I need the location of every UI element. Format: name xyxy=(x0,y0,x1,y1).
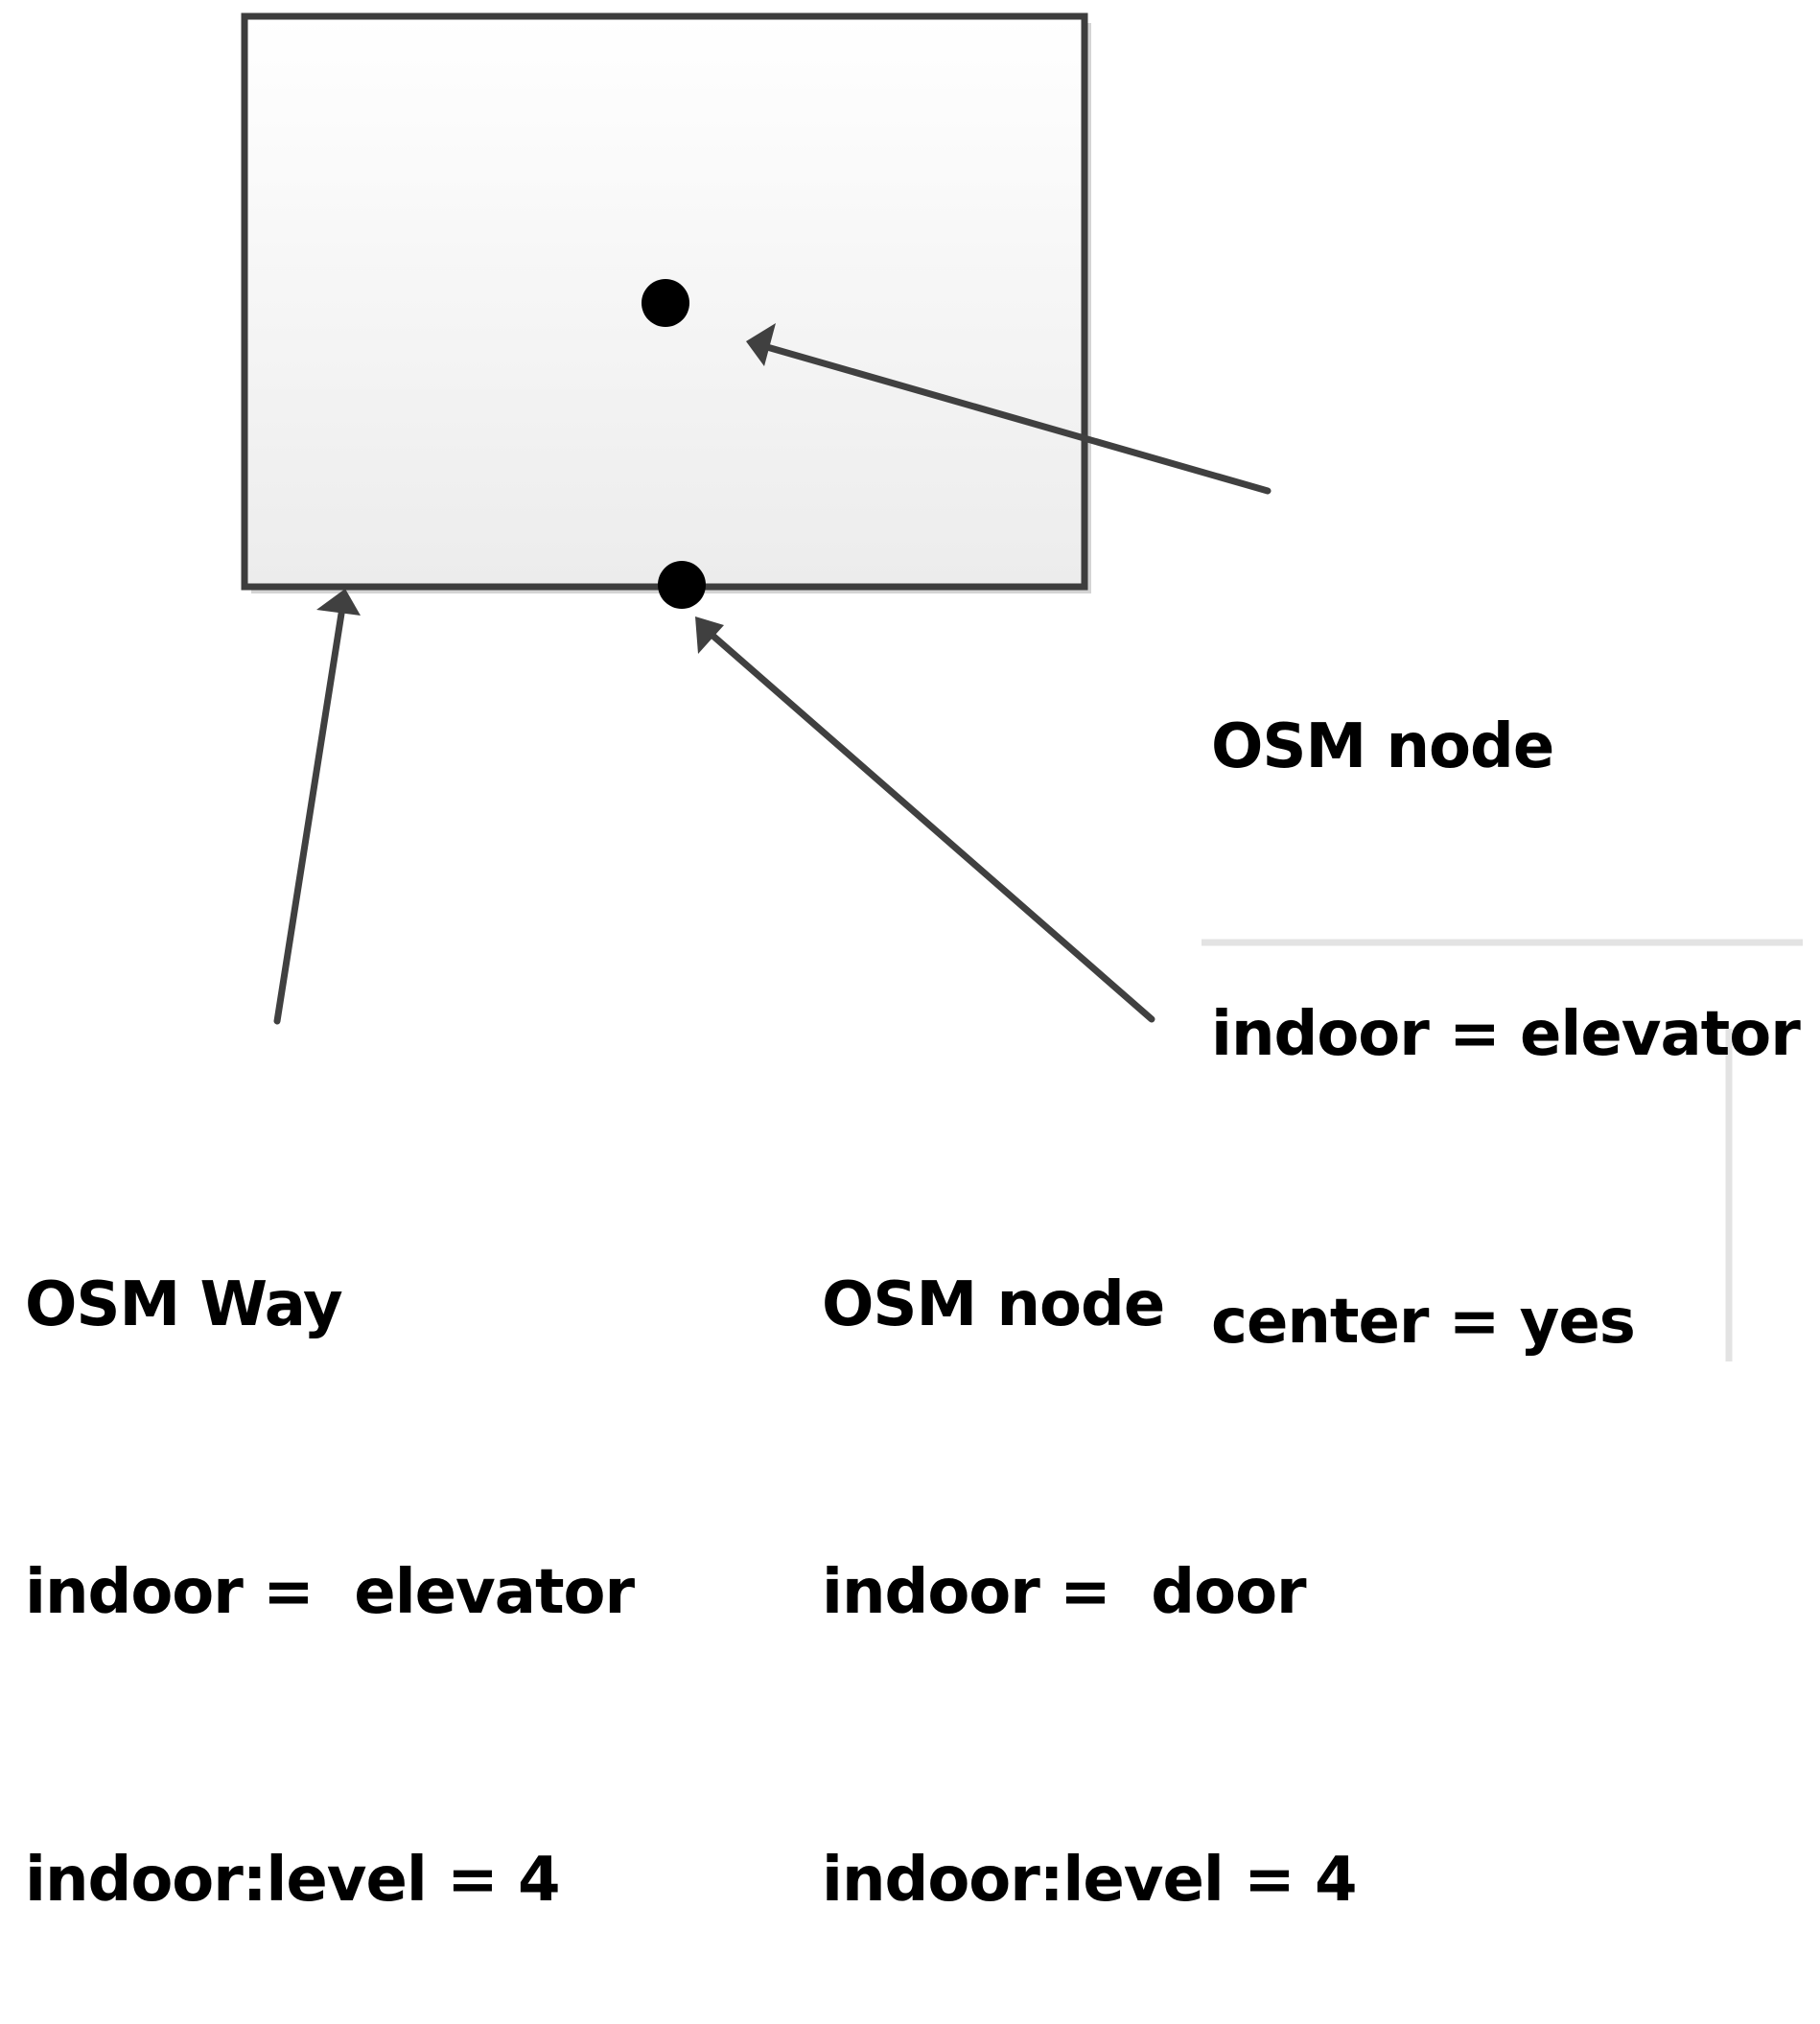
center-node-label-indoor: indoor = elevator xyxy=(1211,999,1801,1070)
diagram-canvas xyxy=(241,12,1803,1361)
arrow-way xyxy=(273,589,361,1025)
arrow-door-node xyxy=(695,617,1155,1023)
center-node-label-title: OSM node xyxy=(1211,711,1554,782)
way-label-title: OSM Way xyxy=(25,1269,343,1340)
door-node-label-indoor: indoor = door xyxy=(822,1557,1307,1628)
door-node-label-title: OSM node xyxy=(822,1269,1165,1340)
door-node-label: OSM node indoor = door indoor:level = 4 xyxy=(822,1065,1358,2024)
center-node-label-center: center = yes xyxy=(1211,1287,1636,1358)
door-node-dot xyxy=(658,561,706,609)
way-label-level: indoor:level = 4 xyxy=(25,1845,561,1916)
way-label-indoor: indoor = elevator xyxy=(25,1557,635,1628)
way-label: OSM Way indoor = elevator indoor:level =… xyxy=(25,1065,635,2024)
arrow-center-node xyxy=(746,323,1272,495)
center-node-label: OSM node indoor = elevator center = yes xyxy=(1211,507,1801,1466)
door-node-label-level: indoor:level = 4 xyxy=(822,1845,1358,1916)
center-node-dot xyxy=(642,279,689,327)
